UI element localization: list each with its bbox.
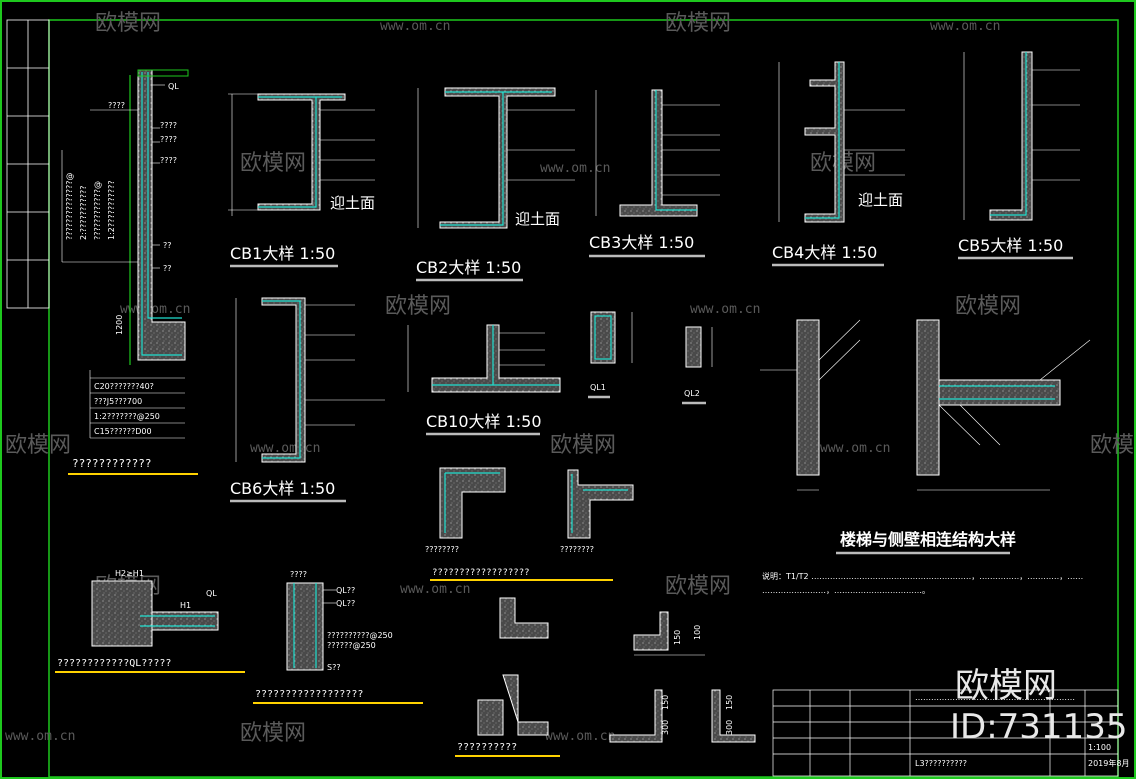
svg-text:????: ???? (160, 135, 177, 144)
svg-text:1:2???????@250: 1:2???????@250 (94, 412, 160, 421)
svg-text:H2≥H1: H2≥H1 (115, 569, 144, 578)
cb3-detail: CB3大样 1:50 (589, 89, 720, 258)
svg-text:??: ?? (163, 241, 172, 250)
svg-text:欧模网: 欧模网 (550, 433, 616, 458)
svg-text:www.om.cn: www.om.cn (690, 302, 760, 317)
stair-wall-details: 楼梯与侧壁相连结构大样 说明：T1/T2 …………………………………………………… (760, 319, 1091, 595)
cb1-caption: CB1大样 1:50 (230, 244, 335, 263)
svg-text:www.om.cn: www.om.cn (540, 161, 610, 176)
svg-text:???J5???700: ???J5???700 (94, 397, 142, 406)
svg-text:……………………，……………………………。: ……………………，……………………………。 (762, 586, 930, 595)
svg-text:QL1: QL1 (590, 383, 606, 392)
svg-text:????????: ???????? (560, 545, 594, 554)
svg-text:欧模网: 欧模网 (665, 11, 731, 36)
tee-details: ?????????? 150 100 300 150 300 150 (455, 597, 756, 757)
inner-border (48, 19, 1119, 778)
svg-text:150: 150 (673, 630, 682, 645)
svg-text:QL: QL (206, 589, 217, 598)
cb2-caption: CB2大样 1:50 (416, 258, 521, 277)
corner-details: ???????? ???????? ?????????????????? (425, 467, 634, 581)
svg-text:www.om.cn: www.om.cn (400, 582, 470, 597)
svg-text:????????????@: ????????????@ (93, 181, 102, 240)
watermark-layer: 欧模网 www.om.cn 欧模网 www.om.cn 欧模网 www.om.c… (5, 11, 1136, 746)
svg-text:????: ???? (160, 121, 177, 130)
cb1-detail: 迎土面 CB1大样 1:50 (228, 93, 375, 268)
svg-text:????????: ???????? (425, 545, 459, 554)
svg-text:S??: S?? (327, 663, 341, 672)
svg-text:??????????@250: ??????????@250 (327, 631, 393, 640)
svg-text:150: 150 (661, 695, 670, 710)
left-detail-caption: ???????????? (72, 457, 151, 470)
svg-text:迎土面: 迎土面 (858, 191, 903, 209)
svg-text:QL2: QL2 (684, 389, 700, 398)
watermark-id: ID:731135 (950, 707, 1127, 747)
svg-text:??????????????@: ??????????????@ (65, 173, 74, 240)
cb3-caption: CB3大样 1:50 (589, 233, 694, 252)
title-block-scale: 1:100 (1088, 743, 1111, 752)
svg-text:欧模网: 欧模网 (5, 433, 71, 458)
svg-text:欧模网: 欧模网 (1090, 433, 1136, 458)
svg-text:2:???????????: 2:??????????? (79, 186, 88, 241)
svg-text:欧模网: 欧模网 (955, 294, 1021, 319)
stair-title: 楼梯与侧壁相连结构大样 (840, 530, 1016, 549)
svg-text:100: 100 (693, 625, 702, 640)
svg-text:??????????????????: ?????????????????? (432, 568, 530, 578)
svg-text:欧模网: 欧模网 (95, 11, 161, 36)
title-block-drawing: L3?????????? (915, 759, 967, 768)
svg-text:??????????: ?????????? (457, 742, 517, 753)
vertical-notes: ??????????????@ 2:??????????? ??????????… (61, 150, 138, 263)
svg-text:150: 150 (725, 695, 734, 710)
cb6-detail: CB6大样 1:50 (230, 297, 385, 503)
svg-text:??????@250: ??????@250 (327, 641, 376, 650)
ql-sections: QL1 QL2 (588, 311, 713, 405)
svg-text:??????????????????: ?????????????????? (255, 689, 363, 700)
svg-text:欧模网: 欧模网 (240, 151, 306, 176)
cb10-detail: CB10大样 1:50 (407, 324, 561, 436)
cb4-caption: CB4大样 1:50 (772, 243, 877, 262)
svg-text:????: ???? (160, 156, 177, 165)
cb2-detail: 迎土面 CB2大样 1:50 (416, 87, 575, 282)
svg-text:QL: QL (168, 82, 179, 91)
big-watermark: 欧模网 (955, 666, 1057, 706)
svg-text:C20???????40?: C20???????40? (94, 382, 154, 391)
svg-text:????????????QL?????: ????????????QL????? (57, 658, 171, 669)
svg-text:1200: 1200 (115, 315, 124, 335)
svg-text:????: ???? (108, 101, 125, 110)
cb10-caption: CB10大样 1:50 (426, 412, 542, 431)
title-block (772, 689, 1119, 777)
svg-text:www.om.cn: www.om.cn (545, 729, 615, 744)
ql-detail: H2≥H1 H1 QL ????????????QL????? (55, 569, 245, 673)
left-wall-detail: QL ???? ???? ???? ???? ?? ?? 1200 ??????… (61, 69, 198, 475)
svg-text:www.om.cn: www.om.cn (380, 19, 450, 34)
cb5-caption: CB5大样 1:50 (958, 236, 1063, 255)
svg-text:www.om.cn: www.om.cn (5, 729, 75, 744)
svg-text:????: ???? (290, 570, 307, 579)
svg-text:??: ?? (163, 264, 172, 273)
svg-text:300: 300 (725, 720, 734, 735)
svg-text:1:2???????????: 1:2??????????? (107, 180, 116, 240)
cb5-detail: CB5大样 1:50 (958, 51, 1080, 260)
cb4-detail: 迎土面 CB4大样 1:50 (772, 61, 905, 267)
svg-text:C15??????D00: C15??????D00 (94, 427, 152, 436)
binding-strip (6, 19, 50, 309)
svg-text:欧模网: 欧模网 (385, 294, 451, 319)
legend-table: C20???????40? ???J5???700 1:2???????@250… (89, 370, 185, 439)
svg-text:www.om.cn: www.om.cn (820, 441, 890, 456)
title-block-date: 2019年8月 (1088, 758, 1129, 768)
svg-text:QL??: QL?? (336, 599, 355, 608)
title-block-company: …………………………………………………… (915, 693, 1075, 702)
svg-text:www.om.cn: www.om.cn (930, 19, 1000, 34)
svg-text:欧模网: 欧模网 (665, 574, 731, 599)
svg-text:欧模网: 欧模网 (240, 721, 306, 746)
svg-text:迎土面: 迎土面 (330, 194, 375, 212)
wall-detail: QL?? QL?? ??????????@250 ??????@250 S?? … (253, 570, 423, 704)
stair-note: 说明：T1/T2 ……………………………………………………，……………，…………… (762, 571, 1083, 581)
svg-text:H1: H1 (180, 601, 191, 610)
cb6-caption: CB6大样 1:50 (230, 479, 335, 498)
svg-text:迎土面: 迎土面 (515, 210, 560, 228)
svg-text:QL??: QL?? (336, 586, 355, 595)
svg-text:300: 300 (661, 720, 670, 735)
